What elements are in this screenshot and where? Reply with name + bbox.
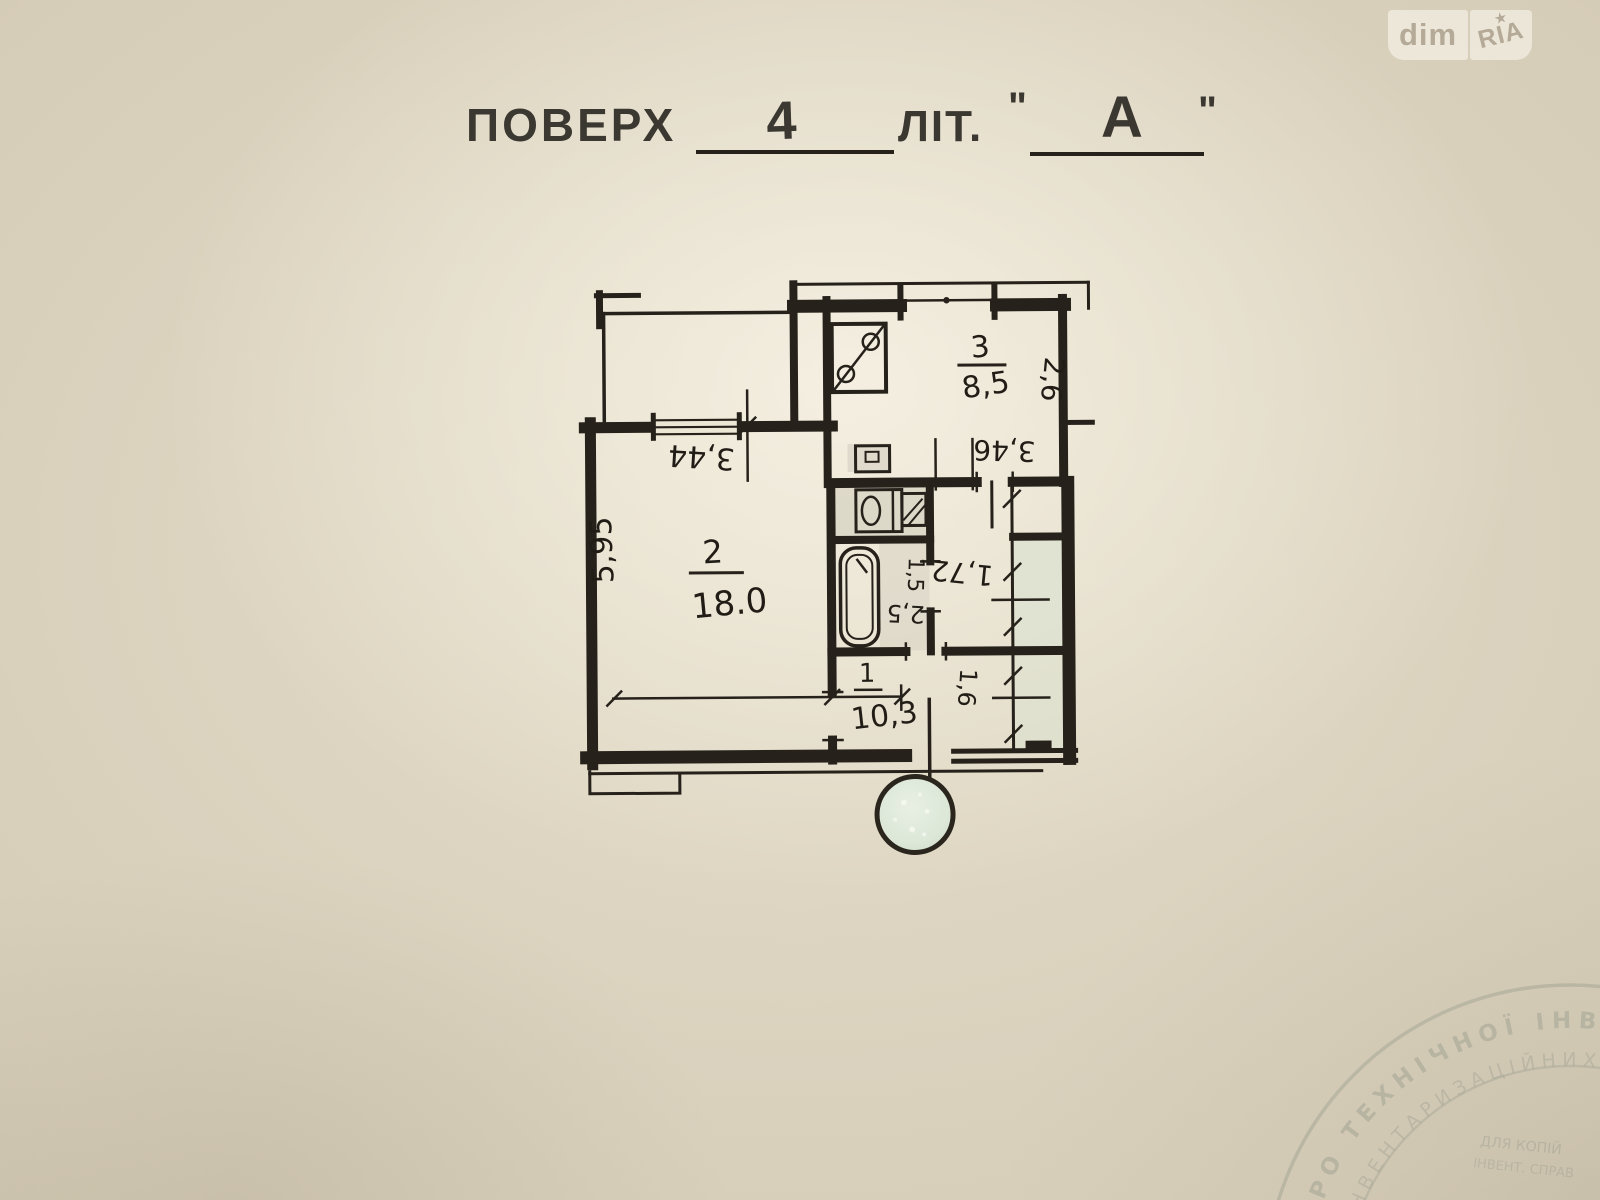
stamp-center-line2: ІНВЕНТ. СПРАВ: [1472, 1156, 1574, 1181]
room1-number: 1: [859, 659, 876, 689]
dim-room2-width: 3,44: [667, 437, 736, 476]
vent-shade: [847, 443, 892, 472]
room3-number: 3: [969, 329, 991, 365]
quote-open: ": [1008, 85, 1027, 129]
closet-shade: [1013, 536, 1064, 649]
vent-shaft: [853, 444, 892, 474]
dim-bath-width: 1,5: [902, 557, 928, 593]
balcony: [593, 290, 796, 423]
bath-floor-shade: [879, 540, 930, 651]
dim-ria-watermark: dim ★ RIA: [1388, 9, 1534, 60]
porch-step: [588, 770, 682, 796]
header-letter-label: ЛІТ.: [898, 102, 983, 151]
stove-symbol: [829, 321, 889, 395]
room2-number: 2: [701, 532, 724, 571]
dimension-chain: [991, 480, 1051, 753]
plan-labels: 3 8,5 2,6 3,44 5,95 2 18.0 3,46 1,72 1,5…: [584, 329, 1071, 737]
bathtub-symbol: [838, 546, 881, 648]
dim-kitchen-width: 2,6: [1034, 356, 1071, 404]
bti-stamp: БЮРО ТЕХНІЧНОЇ ІНВЕНТАРИЗАЦІЇ ІНВЕНТАРИЗ…: [1276, 983, 1600, 1200]
floorplan-walls: [578, 280, 1095, 796]
quote-close: ": [1198, 89, 1217, 133]
header: ПОВЕРХ 4 ЛІТ. " А ": [466, 85, 1217, 156]
dim-room2-depth: 5,95: [584, 516, 622, 584]
room2-area: 18.0: [690, 580, 769, 627]
floorplan-drawing: 3 8,5 2,6 3,44 5,95 2 18.0 3,46 1,72 1,5…: [578, 280, 1095, 855]
entry-nook-shade: [1013, 650, 1065, 749]
header-field-label: ПОВЕРХ: [466, 99, 676, 151]
dim-corridor-length: 3,46: [973, 433, 1036, 468]
hole-punch-circle: [874, 773, 956, 855]
room3-area: 8,5: [960, 365, 1012, 407]
hall-dimension-line: [605, 684, 911, 711]
watermark-dim-cell: dim: [1388, 10, 1468, 60]
dim-corridor-width: 1,72: [930, 553, 995, 592]
stamp-center-line1: ДЛЯ КОПІЙ: [1479, 1132, 1562, 1158]
window-dot: [943, 297, 950, 304]
extension-lines: [737, 389, 975, 491]
floor-value: 4: [765, 91, 797, 152]
watermark-ria-cell: ★ RIA: [1470, 9, 1532, 60]
room1-area: 10,3: [849, 695, 919, 737]
watermark-dim-text: dim: [1398, 17, 1458, 52]
letter-value: А: [1101, 85, 1143, 150]
bath-area: 2,5: [886, 599, 925, 629]
sink-symbol: [900, 491, 928, 528]
dim-entry-width: 1,6: [952, 668, 982, 708]
